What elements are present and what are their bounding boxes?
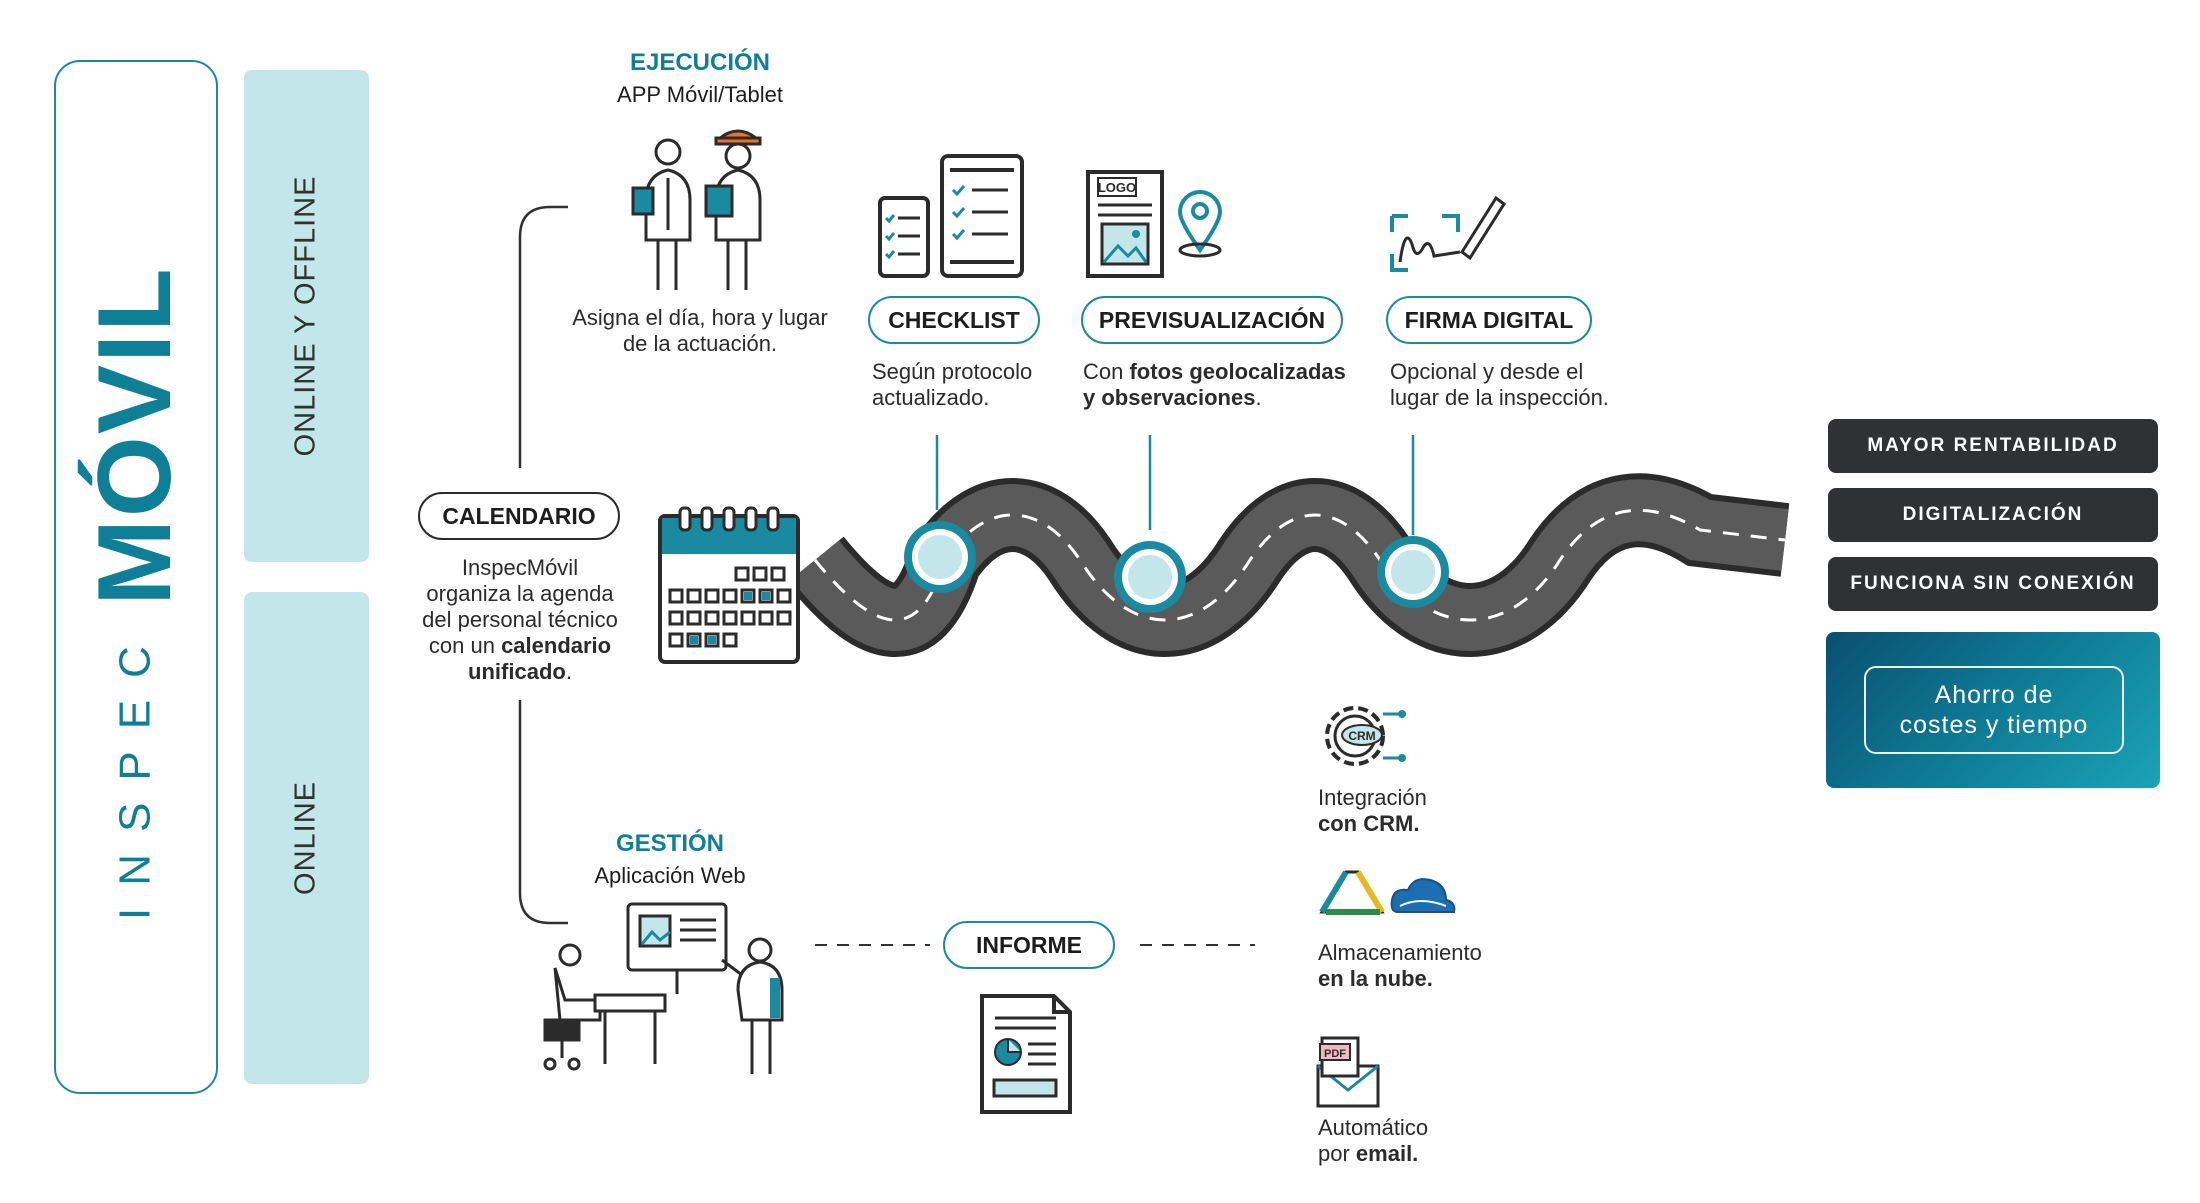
workers-icon	[631, 129, 762, 290]
marker-preview	[1114, 541, 1186, 613]
benefit-mayor-rentabilidad: MAYOR RENTABILIDAD	[1828, 419, 2158, 473]
ejecucion-subtitle: APP Móvil/Tablet	[617, 82, 783, 107]
marker-firma	[1377, 536, 1449, 608]
ejecucion-description: Asigna el día, hora y lugar de la actuac…	[572, 305, 828, 356]
benefit-sin-conexion: FUNCIONA SIN CONEXIÓN	[1828, 557, 2158, 611]
gestion-subtitle: Aplicación Web	[594, 863, 746, 888]
logo-text: LOGO	[1098, 180, 1136, 195]
web-app-icon	[543, 902, 784, 1074]
preview-pill: PREVISUALIZACIÓN	[1081, 296, 1343, 344]
highlight-inner: Ahorro de costes y tiempo	[1864, 666, 2124, 754]
firma-digital-pill: FIRMA DIGITAL	[1386, 296, 1592, 344]
band-online: ONLINE	[244, 592, 369, 1084]
firma-description: Opcional y desde el lugar de la inspecci…	[1390, 359, 1609, 410]
marker-checklist	[904, 521, 976, 593]
report-document-icon	[980, 994, 1072, 1114]
checklist-description: Según protocolo actualizado.	[872, 359, 1033, 410]
calendar-icon	[658, 506, 800, 664]
highlight-box: Ahorro de costes y tiempo	[1826, 632, 2160, 788]
bracket-top	[518, 205, 568, 468]
email-description: Automático por email.	[1318, 1115, 1429, 1166]
bracket-bottom	[518, 700, 568, 925]
crm-description: Integración con CRM.	[1318, 785, 1427, 836]
band-online-offline: ONLINE Y OFFLINE	[244, 70, 369, 562]
preview-description: Con fotos geolocalizadas y observaciones…	[1083, 359, 1346, 410]
checklist-devices-icon	[878, 154, 1024, 278]
pdf-email-icon: PDF	[1316, 1036, 1380, 1108]
pdf-badge: PDF	[1324, 1048, 1346, 1060]
ejecucion-title: EJECUCIÓN	[629, 49, 771, 76]
crm-badge: CRM	[1348, 729, 1375, 743]
benefit-digitalizacion: DIGITALIZACIÓN	[1828, 488, 2158, 542]
informe-pill: INFORME	[943, 921, 1115, 969]
location-pin-icon	[1177, 190, 1223, 258]
gestion-title: GESTIÓN	[615, 830, 724, 857]
brand-box	[54, 60, 218, 1094]
calendario-description: InspecMóvil organiza la agenda del perso…	[422, 555, 618, 684]
preview-document-icon: LOGO	[1086, 170, 1164, 278]
crm-gear-icon: CRM	[1325, 706, 1406, 766]
cloud-storage-icon	[1319, 870, 1456, 915]
calendario-pill: CALENDARIO	[418, 492, 620, 540]
signature-icon	[1390, 195, 1507, 272]
cloud-description: Almacenamiento en la nube.	[1318, 940, 1482, 991]
checklist-pill: CHECKLIST	[868, 296, 1040, 344]
